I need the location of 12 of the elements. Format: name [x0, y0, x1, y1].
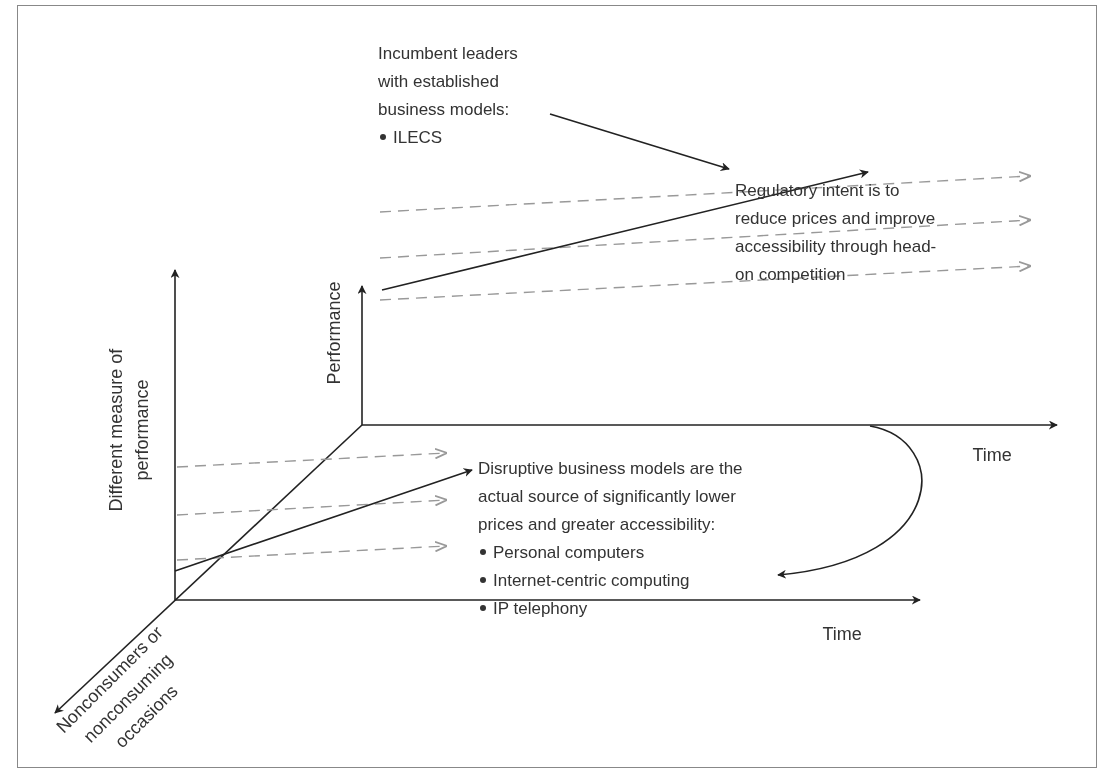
arrow — [777, 425, 923, 579]
axis-label: Performance — [322, 281, 344, 385]
bullet-item: IP telephony — [493, 599, 588, 618]
bullet-item: ILECS — [393, 128, 443, 147]
bullet-item: Personal computers — [493, 543, 645, 562]
description-text: Disruptive business models are the actual source of significantly lower prices and greater accessibility: — [478, 458, 744, 536]
axis-label: Time — [822, 623, 862, 646]
bullet-item: Internet-centric computing — [493, 571, 690, 590]
arrow — [549, 113, 730, 171]
axis-label: Different measure of performance — [104, 347, 153, 514]
axis-label: Time — [972, 444, 1012, 467]
description-text: Incumbent leaders with established business models: — [378, 43, 519, 121]
